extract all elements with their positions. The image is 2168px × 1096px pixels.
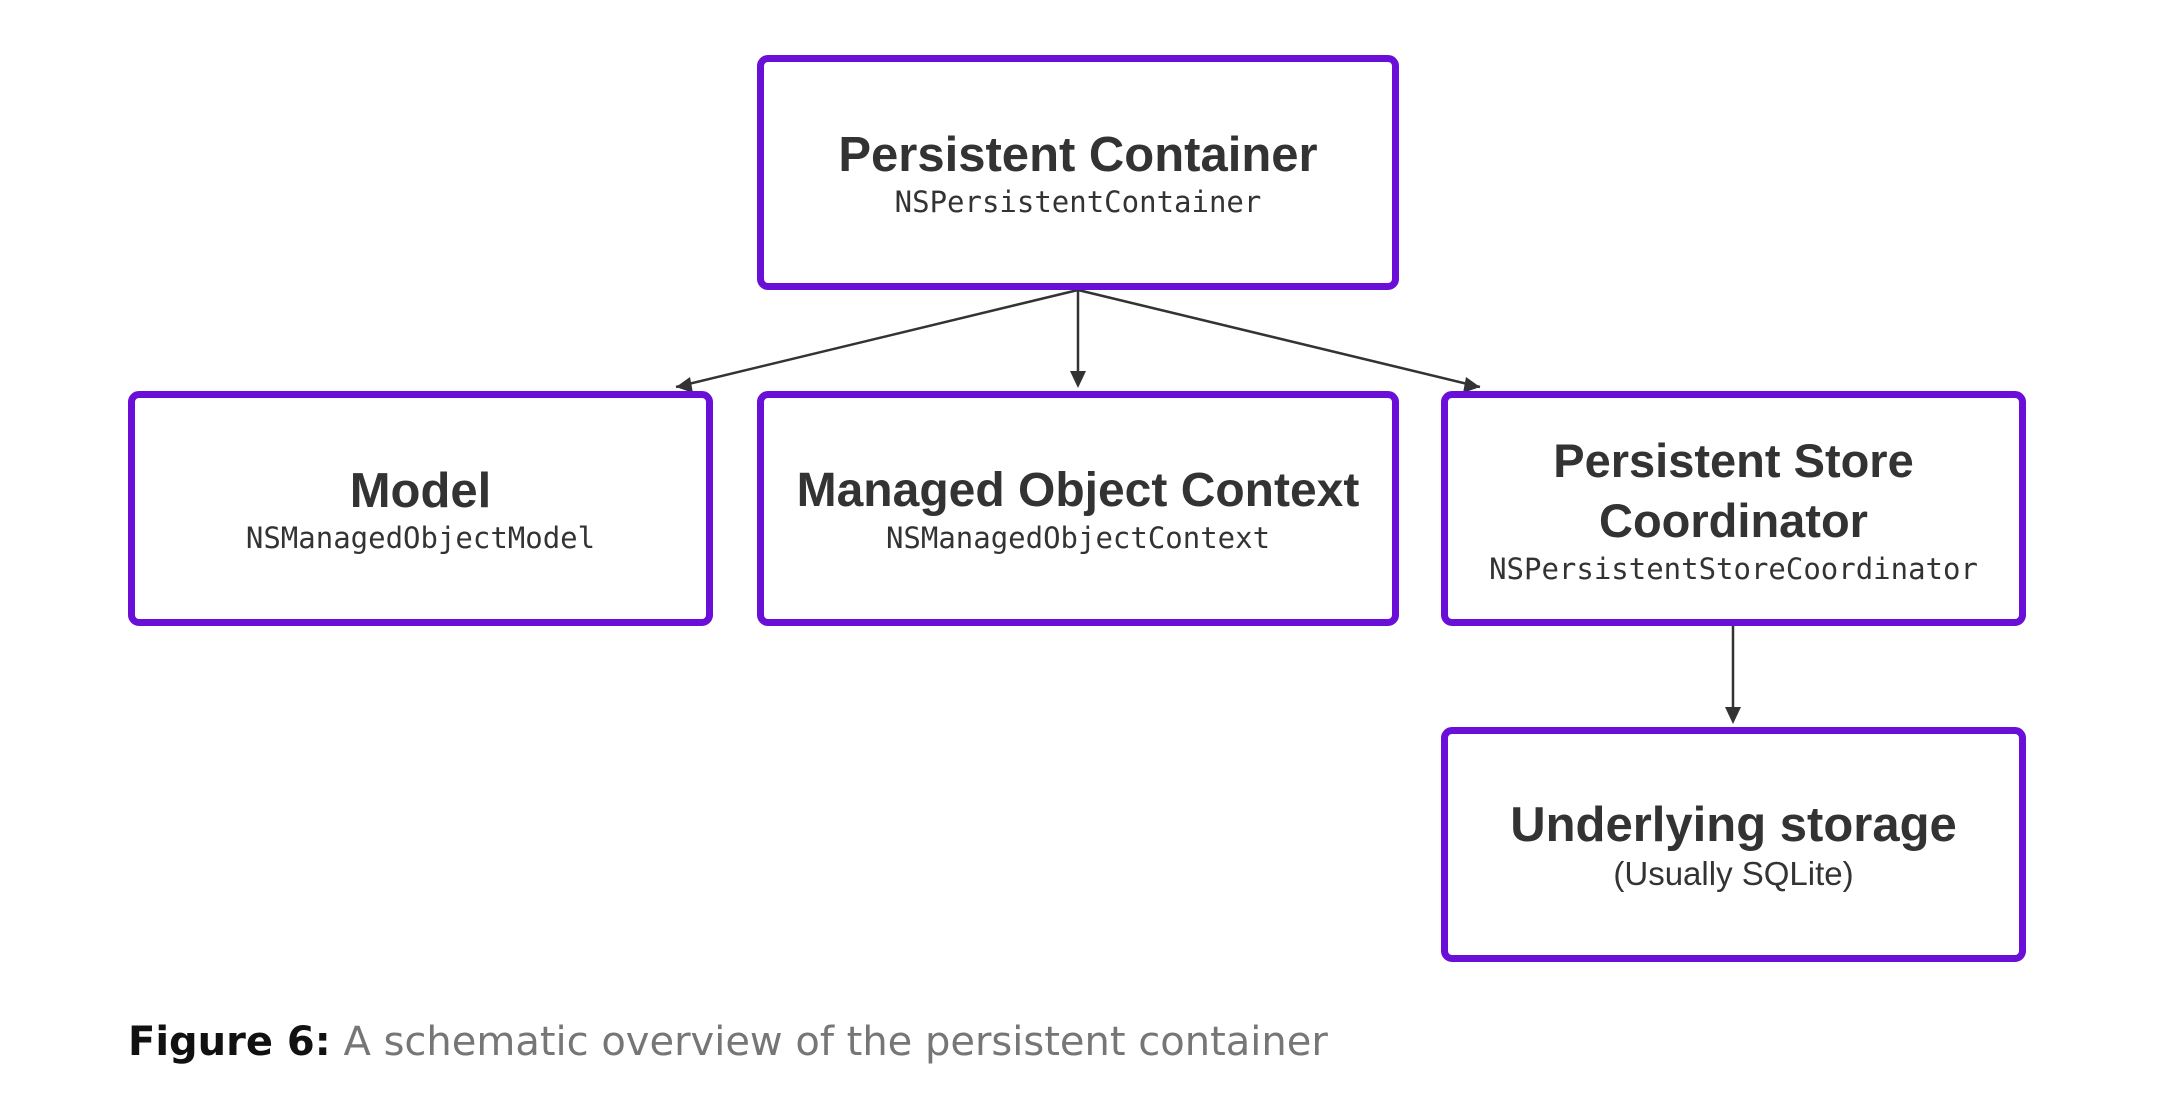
arrowhead-icon bbox=[1070, 371, 1086, 388]
arrowhead-icon bbox=[676, 377, 693, 393]
figure-caption: Figure 6: A schematic overview of the pe… bbox=[128, 1016, 1328, 1068]
node-title: Model bbox=[349, 463, 492, 518]
node-subtitle: (Usually SQLite) bbox=[1613, 854, 1854, 892]
node-persistent-container: Persistent Container NSPersistentContain… bbox=[757, 55, 1399, 290]
node-class-name: NSManagedObjectModel bbox=[245, 520, 596, 555]
edge-coordinator-to-storage bbox=[1725, 626, 1741, 724]
node-title: Managed Object Context bbox=[796, 463, 1360, 517]
edge-container-to-coordinator bbox=[1077, 288, 1481, 393]
edge-container-to-context bbox=[1070, 290, 1086, 388]
node-title: Persistent Container bbox=[838, 127, 1318, 182]
edge-container-to-model bbox=[675, 288, 1079, 393]
node-persistent-store-coordinator: Persistent Store Coordinator NSPersisten… bbox=[1441, 391, 2026, 626]
node-class-name: NSPersistentContainer bbox=[894, 184, 1262, 219]
figure-label: Figure 6: bbox=[128, 1019, 331, 1065]
arrowhead-icon bbox=[1725, 707, 1741, 724]
node-model: Model NSManagedObjectModel bbox=[128, 391, 713, 626]
node-title: Underlying storage bbox=[1510, 797, 1957, 852]
node-class-name: NSManagedObjectContext bbox=[885, 520, 1271, 555]
node-underlying-storage: Underlying storage (Usually SQLite) bbox=[1441, 727, 2026, 962]
figure-caption-text: A schematic overview of the persistent c… bbox=[343, 1019, 1328, 1065]
arrowhead-icon bbox=[1463, 377, 1480, 393]
node-class-name: NSPersistentStoreCoordinator bbox=[1489, 551, 1978, 586]
node-title: Persistent Store Coordinator bbox=[1553, 433, 1914, 547]
node-managed-object-context: Managed Object Context NSManagedObjectCo… bbox=[757, 391, 1399, 626]
